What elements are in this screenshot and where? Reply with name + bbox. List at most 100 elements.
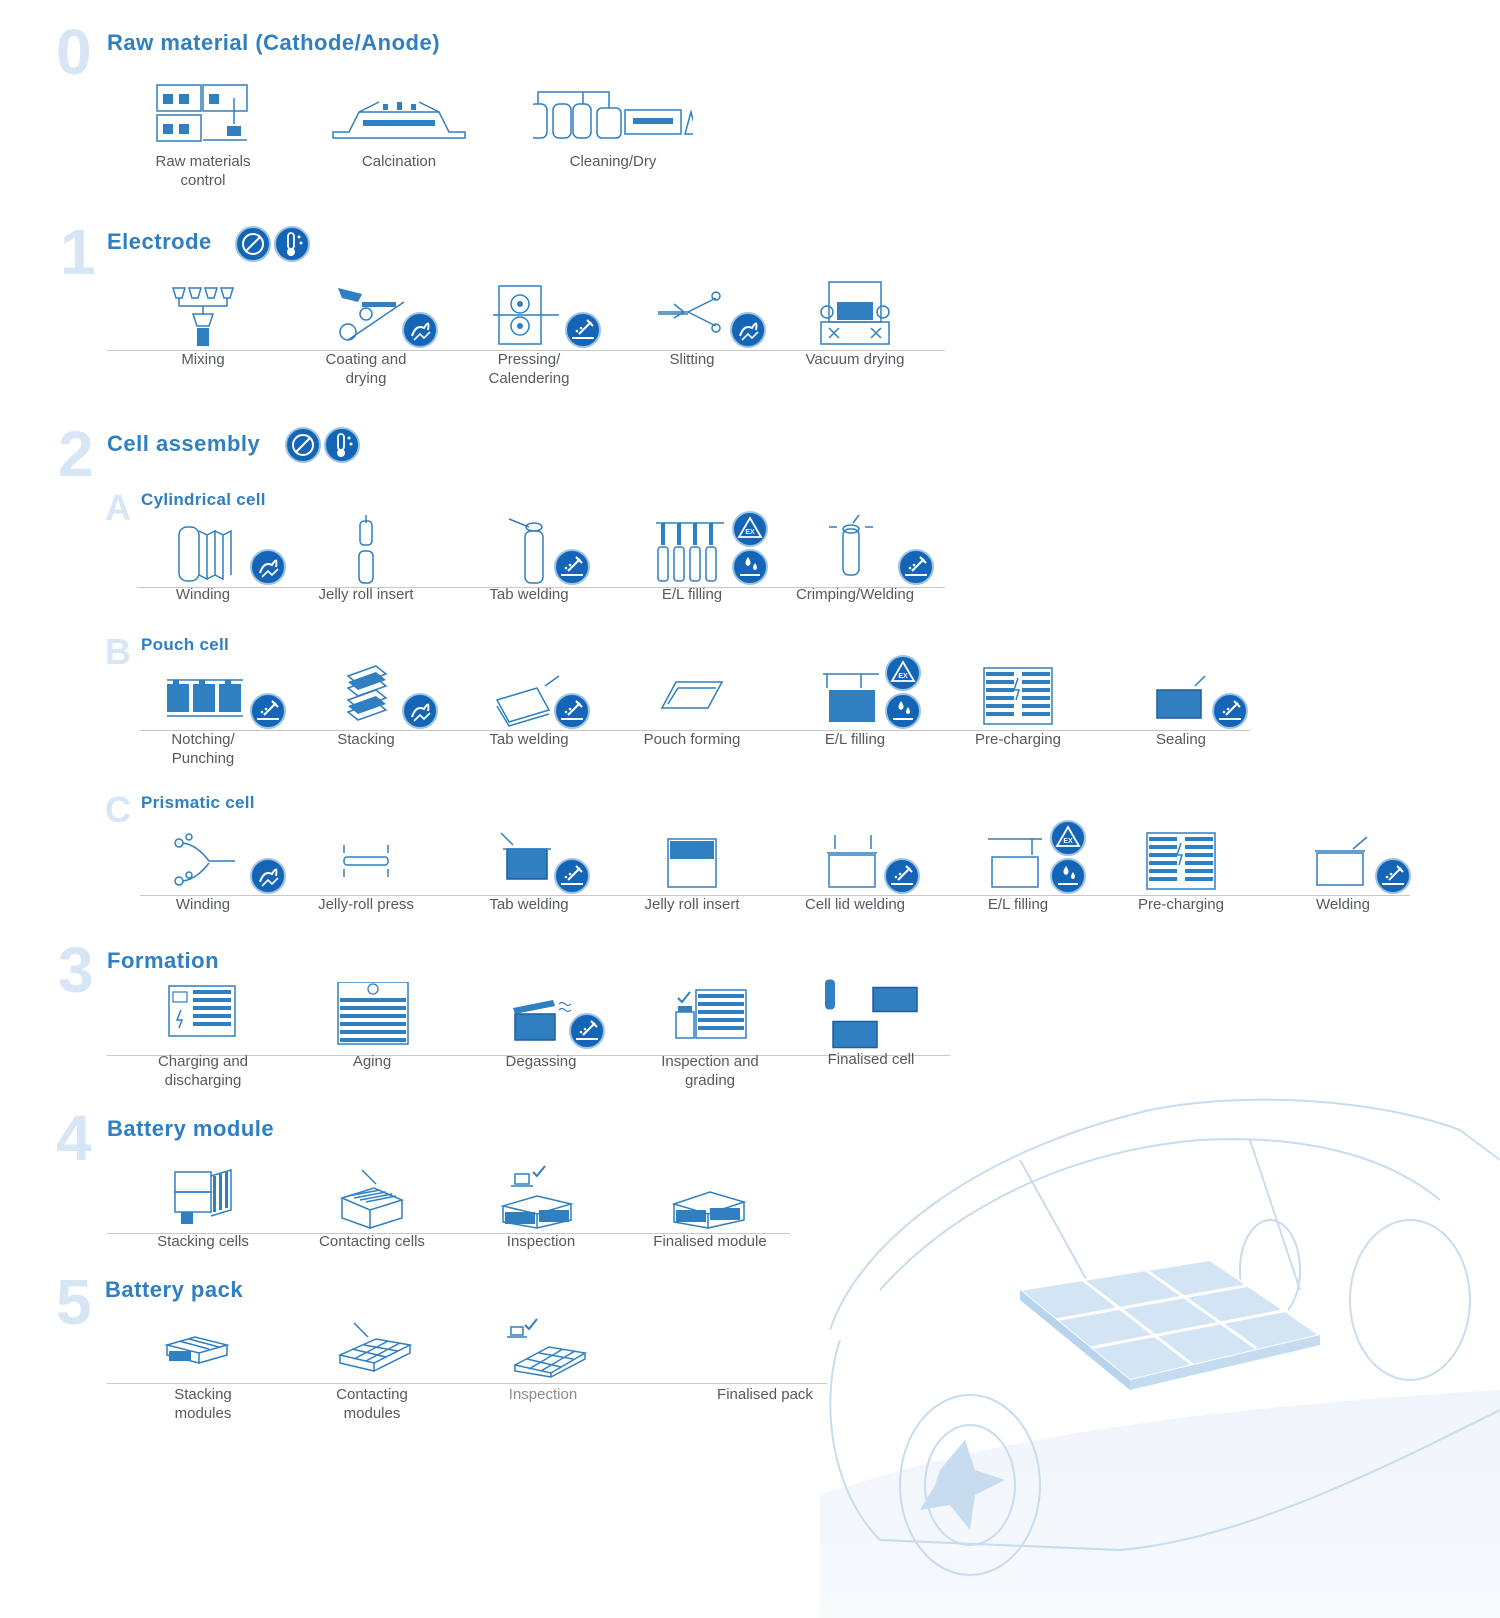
- cleaning-dry-icon: [533, 91, 693, 139]
- step-vacuum-drying: Vacuum drying: [775, 280, 935, 369]
- step-label: Pre-charging: [1138, 896, 1224, 913]
- step-pouch-stacking: Stacking: [286, 660, 446, 749]
- step-label: Contacting cells: [319, 1233, 425, 1250]
- step-label: Inspection: [508, 1386, 578, 1403]
- charging-rack-icon: [168, 985, 236, 1037]
- crimping-welding-icon: [829, 515, 873, 576]
- step-mixing: Mixing: [123, 280, 283, 369]
- step-label: Jelly roll insert: [644, 896, 740, 913]
- step-label: Calcination: [361, 153, 437, 170]
- no-dust-icon: [235, 226, 271, 262]
- step-label: Cell lid welding: [804, 896, 906, 913]
- step-label: Stacking modules: [174, 1386, 232, 1422]
- step-label: E/L filling: [987, 896, 1049, 913]
- coating-drying-icon: [338, 288, 405, 341]
- step-pack-inspection: Inspection: [463, 1315, 623, 1404]
- step-label: Tab welding: [489, 731, 569, 748]
- step-label: Stacking: [337, 731, 395, 748]
- step-pris-tab-welding: Tab welding: [449, 825, 609, 914]
- step-inspection-grading: Inspection and grading: [630, 982, 790, 1090]
- section-number: 0: [56, 16, 92, 88]
- section-number: 4: [56, 1102, 92, 1174]
- step-contacting-modules: Contacting modules: [292, 1315, 452, 1423]
- step-label: Coating and drying: [325, 351, 407, 387]
- temperature-humidity-icon: [324, 427, 360, 463]
- step-pressing-calendering: Pressing/ Calendering: [449, 280, 609, 388]
- step-pris-winding: Winding: [123, 825, 283, 914]
- step-label: Winding: [175, 586, 231, 603]
- step-cyl-jelly-roll-insert: Jelly roll insert: [286, 515, 446, 604]
- step-pouch-tab-welding: Tab welding: [449, 660, 609, 749]
- step-label: Finalised cell: [827, 1051, 915, 1068]
- stacking-cells-icon: [174, 1168, 232, 1224]
- aging-rack-icon: [337, 982, 409, 1045]
- subsection-title: Pouch cell: [141, 635, 230, 654]
- raw-materials-control-icon: [156, 84, 248, 142]
- step-charging-discharging: Charging and discharging: [123, 982, 283, 1090]
- subsection-letter: C: [105, 789, 131, 830]
- pre-charging-rack-icon: [1146, 832, 1216, 890]
- step-label: Jelly roll insert: [318, 586, 414, 603]
- step-label: Tab welding: [489, 896, 569, 913]
- calcination-furnace-icon: [332, 101, 466, 139]
- electrolyte-filling-icon: [988, 838, 1042, 888]
- step-label: Vacuum drying: [805, 351, 905, 368]
- step-label: Finalised pack: [717, 1386, 813, 1403]
- finalised-pack-spacer: [685, 1315, 845, 1385]
- step-label: Finalised module: [653, 1233, 767, 1250]
- vacuum-drying-oven-icon: [820, 281, 890, 345]
- step-pouch-el-filling: E/L filling: [775, 660, 935, 749]
- contacting-modules-icon: [337, 1322, 413, 1372]
- section-number: 3: [58, 934, 94, 1006]
- step-pouch-pre-charging: Pre-charging: [938, 660, 1098, 749]
- section-title: Battery module: [107, 1116, 275, 1141]
- step-label: Cleaning/Dry: [569, 153, 657, 170]
- section-divider: [137, 587, 945, 588]
- step-calcination: Calcination: [319, 82, 479, 171]
- subsection-letter: A: [105, 487, 131, 528]
- section-number: 2: [58, 418, 94, 490]
- step-pris-pre-charging: Pre-charging: [1101, 825, 1261, 914]
- slitting-icon: [658, 291, 721, 333]
- section-number: 5: [56, 1266, 92, 1338]
- sealing-icon: [1156, 675, 1206, 719]
- contacting-cells-icon: [339, 1169, 405, 1230]
- step-coating-drying: Coating and drying: [286, 280, 446, 388]
- step-cyl-tab-welding: Tab welding: [449, 515, 609, 604]
- cell-lid-welding-icon: [827, 835, 877, 888]
- step-cleaning-dry: Cleaning/Dry: [533, 82, 693, 171]
- step-module-inspection: Inspection: [461, 1162, 621, 1251]
- module-inspection-icon: [500, 1165, 574, 1229]
- section-title: Battery pack: [105, 1277, 244, 1302]
- step-pris-el-filling: E/L filling: [938, 825, 1098, 914]
- step-label: Inspection and grading: [661, 1053, 759, 1089]
- stacking-modules-icon: [164, 1336, 230, 1364]
- step-label: Tab welding: [489, 586, 569, 603]
- step-aging: Stacking cells Aging: [292, 982, 452, 1071]
- step-pris-cell-lid-welding: Cell lid welding: [775, 825, 935, 914]
- step-cyl-el-filling: E/L filling: [612, 515, 772, 604]
- notching-punching-icon: [167, 679, 243, 717]
- step-pouch-notching: Notching/ Punching: [123, 660, 283, 768]
- section-number: 1: [60, 216, 96, 288]
- no-dust-icon: [285, 427, 321, 463]
- stacking-icon: [346, 665, 388, 721]
- subsection-title: Cylindrical cell: [141, 490, 266, 509]
- step-label: Pressing/ Calendering: [488, 351, 570, 387]
- step-finalised-cell: Finalised cell: [791, 975, 951, 1069]
- section-divider: [107, 1055, 950, 1056]
- step-label: Sealing: [1155, 731, 1207, 748]
- section-title: Cell assembly: [107, 431, 261, 456]
- step-label: Crimping/Welding: [795, 586, 915, 603]
- step-pouch-sealing: Sealing: [1101, 660, 1261, 749]
- step-pouch-forming: Pouch forming: [612, 660, 772, 749]
- header-badges: [285, 427, 360, 463]
- step-slitting: Slitting: [612, 280, 772, 369]
- step-label: Stacking cells: [157, 1233, 249, 1250]
- step-label: Charging and discharging: [157, 1053, 249, 1089]
- step-contacting-cells: Contacting cells: [292, 1162, 452, 1251]
- subsection-letter: B: [105, 631, 131, 672]
- step-label: Winding: [175, 896, 231, 913]
- winding-icon: [178, 526, 232, 582]
- step-label: Pre-charging: [975, 731, 1061, 748]
